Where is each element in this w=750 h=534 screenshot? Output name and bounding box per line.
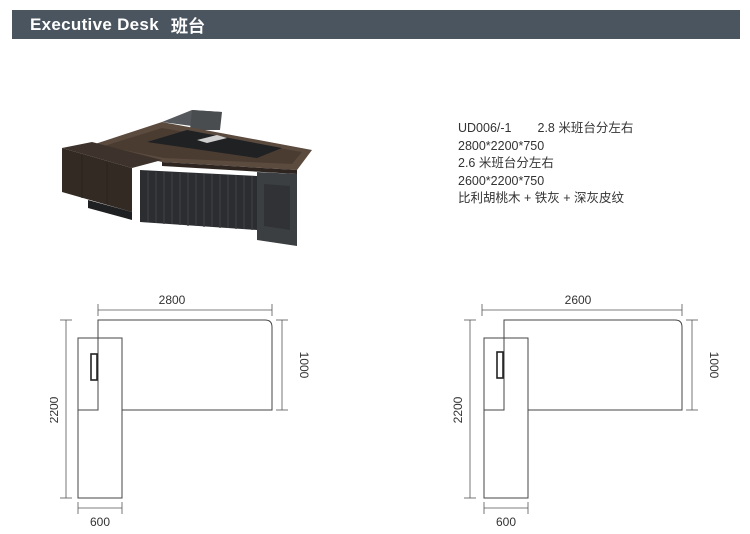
option1-size: 2800*2200*750	[458, 138, 545, 153]
spec-block: UD006/-1 2.8 米班台分左右 2800*2200*750 2.6 米班台…	[458, 120, 633, 208]
return-width-label: 600	[496, 515, 516, 529]
width-dimension-label: 2600	[565, 293, 592, 307]
header-subtitle: 班台	[170, 17, 205, 36]
dimension-drawing-2800: 2800 1000 2200 600	[50, 282, 310, 532]
depth-dimension-label: 1000	[707, 352, 721, 379]
header-title: Executive Desk	[30, 14, 159, 34]
option1-name: 2.8 米班台分左右	[537, 121, 634, 135]
dimension-drawing-2600: 2600 1000 2200 600	[452, 282, 722, 532]
return-length-label: 2200	[452, 396, 465, 423]
desk-product-image	[52, 100, 352, 250]
model-number: UD006/-1	[458, 121, 512, 135]
spec-line-model: UD006/-1 2.8 米班台分左右	[458, 120, 633, 138]
width-dimension-label: 2800	[159, 293, 186, 307]
return-length-label: 2200	[50, 396, 61, 423]
material-spec: 比利胡桃木 + 铁灰 + 深灰皮纹	[458, 191, 624, 205]
return-width-label: 600	[90, 515, 110, 529]
option2-name: 2.6 米班台分左右	[458, 156, 554, 170]
option2-size: 2600*2200*750	[458, 173, 545, 188]
page-header: Executive Desk 班台	[12, 10, 740, 39]
depth-dimension-label: 1000	[297, 352, 310, 379]
